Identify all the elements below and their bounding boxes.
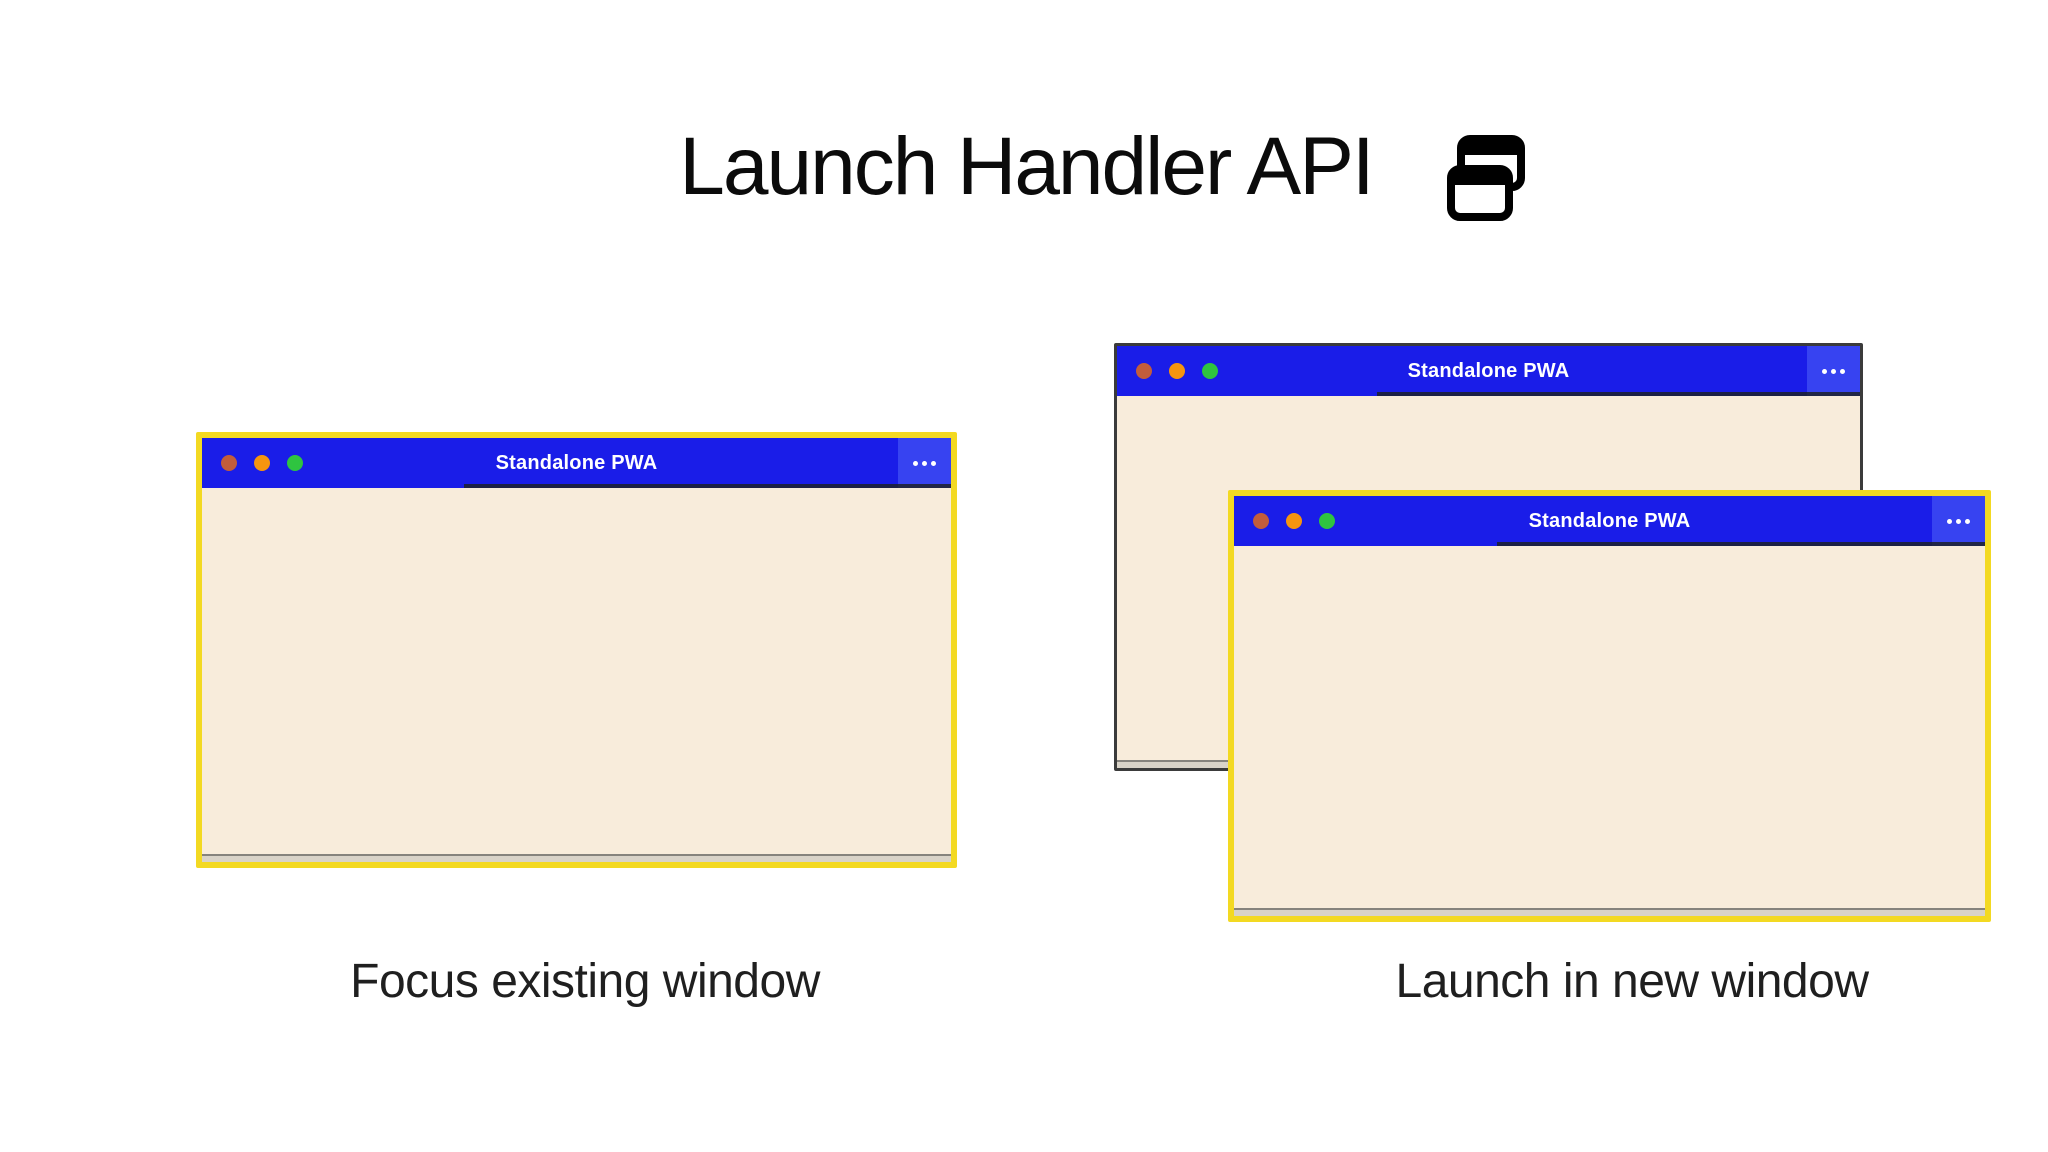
close-dot-icon [1136,363,1152,379]
window-body [1234,546,1985,916]
titlebar-shadow [464,484,951,488]
titlebar: Standalone PWA [1234,496,1985,546]
close-dot-icon [1253,513,1269,529]
window-footer-edge [1234,908,1985,916]
titlebar: Standalone PWA [1117,346,1860,396]
window-controls [1136,346,1218,396]
menu-button [898,438,951,488]
window-body [202,488,951,862]
minimize-dot-icon [1286,513,1302,529]
caption-focus-existing: Focus existing window [350,955,820,1008]
menu-button [1807,346,1860,396]
caption-launch-new: Launch in new window [1395,955,1869,1008]
ellipsis-icon [1831,368,1836,374]
ellipsis-icon [913,460,918,466]
ellipsis-icon [1822,368,1827,374]
ellipsis-icon [1956,518,1961,524]
ellipsis-icon [922,460,927,466]
titlebar-shadow [1496,542,1985,546]
window-title: Standalone PWA [1407,359,1570,382]
ellipsis-icon [1965,518,1970,524]
pwa-window-new: Standalone PWA [1228,490,1991,922]
ellipsis-icon [1840,368,1845,374]
page-title: Launch Handler API [679,121,1374,212]
minimize-dot-icon [254,455,270,471]
window-title: Standalone PWA [1528,509,1691,532]
window-controls [221,438,303,488]
titlebar-shadow [1377,392,1860,396]
maximize-dot-icon [1202,363,1218,379]
close-dot-icon [221,455,237,471]
maximize-dot-icon [1319,513,1335,529]
header: Launch Handler API [80,121,2048,229]
pwa-window-focused: Standalone PWA [196,432,957,868]
ellipsis-icon [1947,518,1952,524]
overlapping-windows-icon [1445,134,1529,229]
ellipsis-icon [931,460,936,466]
window-footer-edge [202,854,951,862]
minimize-dot-icon [1169,363,1185,379]
window-controls [1253,496,1335,546]
titlebar: Standalone PWA [202,438,951,488]
window-title: Standalone PWA [495,451,658,474]
menu-button [1932,496,1985,546]
maximize-dot-icon [287,455,303,471]
